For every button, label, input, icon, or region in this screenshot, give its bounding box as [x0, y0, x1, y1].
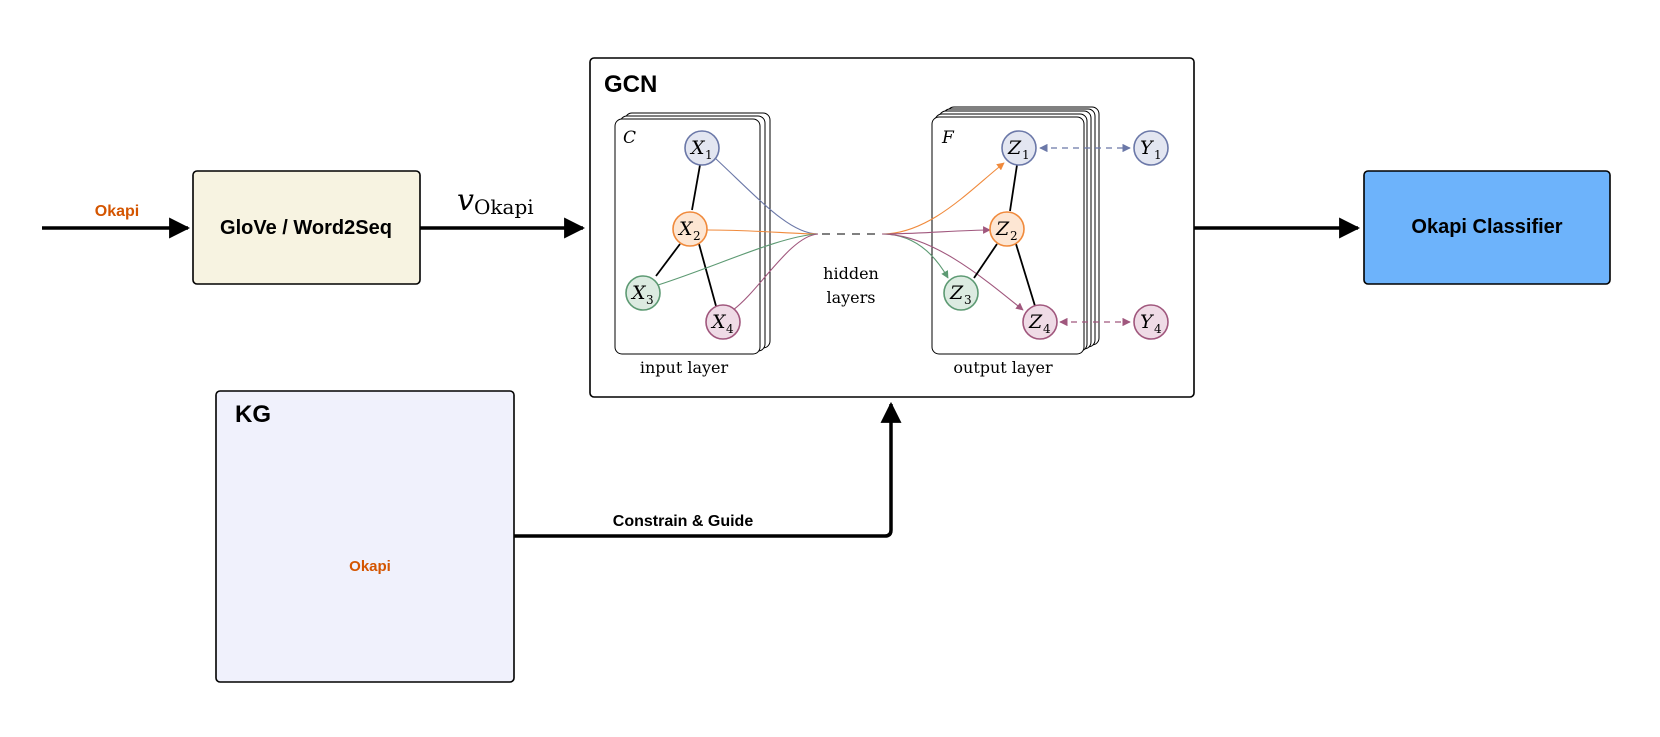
hidden-to-output-edges	[881, 162, 1024, 311]
embedding-box: GloVe / Word2Seq	[192, 170, 421, 285]
output-layer-caption: output layer	[953, 358, 1053, 377]
node-x3-letter: X	[630, 282, 647, 304]
arrow-kg-to-gcn	[514, 401, 902, 538]
node-z1-index: 1	[1022, 148, 1030, 162]
gcn-title: GCN	[604, 71, 657, 98]
input-word-label: Okapi	[95, 203, 139, 220]
vector-symbol: v	[457, 183, 474, 218]
gcn-box: GCN C F	[589, 57, 1195, 398]
node-x2: X 2	[672, 211, 708, 247]
node-x3: X 3	[625, 275, 661, 311]
node-z1: Z 1	[1001, 130, 1037, 166]
vector-subscript: Okapi	[474, 195, 534, 219]
node-x1: X 1	[684, 130, 720, 166]
node-z4-index: 4	[1043, 322, 1051, 336]
node-x4-letter: X	[710, 311, 727, 333]
output-graph-edges	[973, 164, 1036, 307]
node-z2-index: 2	[1010, 229, 1018, 243]
node-y1: Y 1	[1133, 130, 1169, 166]
input-panel-corner-label: C	[623, 128, 636, 148]
constrain-guide-label: Constrain & Guide	[613, 513, 754, 530]
node-z4: Z 4	[1022, 304, 1058, 340]
node-z3: Z 3	[943, 275, 979, 311]
node-x1-index: 1	[705, 148, 713, 162]
node-x3-index: 3	[646, 293, 654, 307]
node-z1-letter: Z	[1007, 137, 1022, 159]
node-y4: Y 4	[1133, 304, 1169, 340]
node-y1-index: 1	[1154, 148, 1162, 162]
node-y4-index: 4	[1154, 322, 1162, 336]
node-x2-index: 2	[693, 229, 701, 243]
input-layer-caption: input layer	[640, 358, 729, 377]
node-z3-letter: Z	[949, 282, 964, 304]
kg-box: KG Okapi	[215, 390, 515, 683]
node-x4-index: 4	[726, 322, 734, 336]
output-panel-corner-label: F	[941, 128, 955, 148]
vector-label: v Okapi	[457, 183, 534, 219]
classifier-box: Okapi Classifier	[1363, 170, 1611, 285]
node-x4: X 4	[705, 304, 741, 340]
input-graph-edges	[655, 164, 717, 307]
hidden-layers-label-line1: hidden	[823, 264, 879, 283]
node-z4-letter: Z	[1028, 311, 1043, 333]
embedding-box-label: GloVe / Word2Seq	[220, 217, 392, 239]
node-z3-index: 3	[964, 293, 972, 307]
input-to-hidden-edges	[657, 157, 819, 311]
node-y4-letter: Y	[1140, 311, 1155, 333]
node-x2-letter: X	[677, 218, 694, 240]
kg-title: KG	[235, 401, 271, 428]
node-y1-letter: Y	[1140, 137, 1155, 159]
kg-content-label: Okapi	[349, 558, 391, 575]
node-z2-letter: Z	[995, 218, 1010, 240]
classifier-label: Okapi Classifier	[1411, 216, 1562, 238]
hidden-layers-label-line2: layers	[826, 288, 875, 307]
node-z2: Z 2	[989, 211, 1025, 247]
node-x1-letter: X	[689, 137, 706, 159]
